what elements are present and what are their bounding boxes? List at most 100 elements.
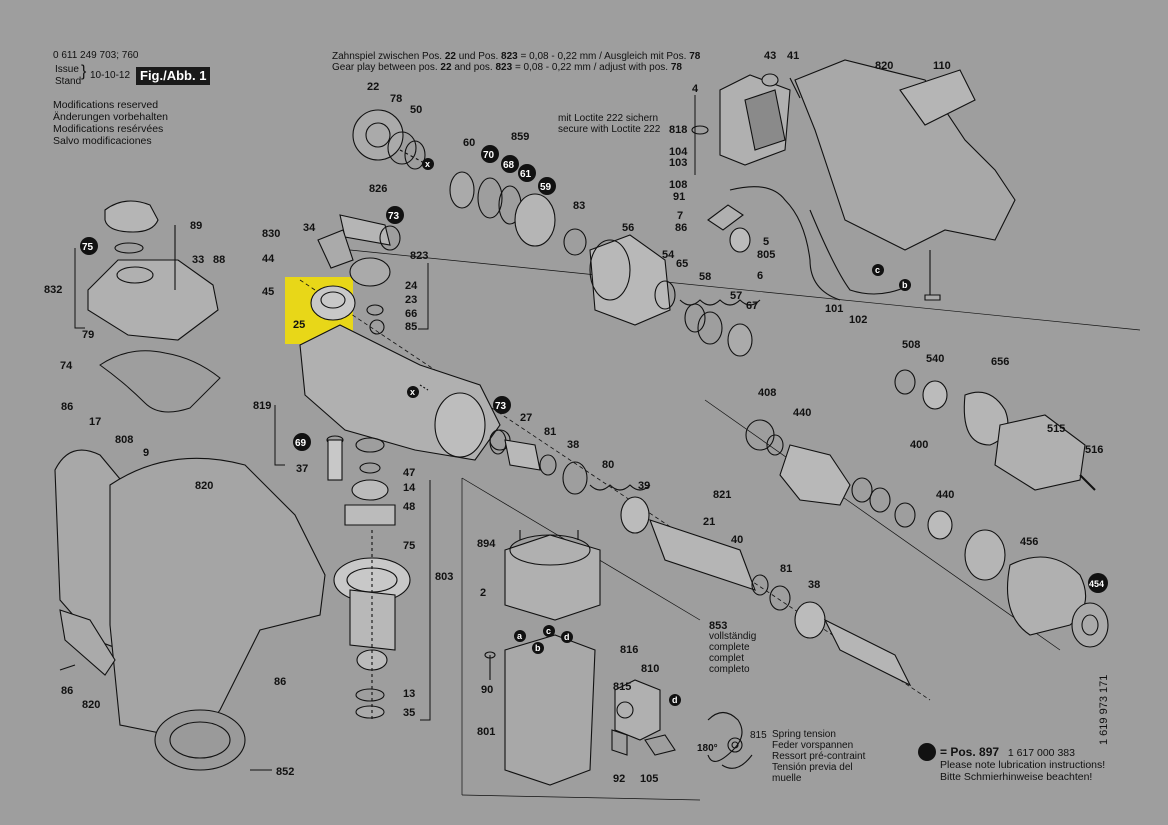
svg-text:79: 79 [82, 329, 94, 341]
svg-text:7: 7 [677, 210, 683, 222]
svg-text:d: d [672, 695, 678, 705]
issue-date: 10-10-12 [90, 70, 131, 81]
svg-text:816: 816 [620, 644, 638, 656]
svg-text:86: 86 [675, 222, 687, 234]
svg-text:2: 2 [480, 587, 486, 599]
svg-text:103: 103 [669, 157, 687, 169]
svg-text:61: 61 [520, 169, 532, 180]
svg-text:820: 820 [82, 699, 100, 711]
svg-text:101: 101 [825, 303, 843, 315]
svg-text:516: 516 [1085, 444, 1103, 456]
svg-text:x: x [410, 387, 415, 397]
svg-text:859: 859 [511, 131, 529, 143]
gear-play-line-en: Gear play between pos. 22 and pos. 823 =… [332, 62, 682, 73]
svg-text:59: 59 [540, 182, 552, 193]
svg-text:86: 86 [61, 401, 73, 413]
svg-text:44: 44 [262, 253, 275, 265]
svg-text:70: 70 [483, 150, 495, 161]
lubrication-pos: = Pos. 897 [940, 745, 1000, 759]
svg-text:508: 508 [902, 339, 920, 351]
svg-text:91: 91 [673, 191, 685, 203]
svg-text:81: 81 [780, 563, 792, 575]
spring-line: Ressort pré-contraint [772, 751, 866, 762]
svg-text:805: 805 [757, 249, 775, 261]
svg-text:408: 408 [758, 387, 776, 399]
svg-text:74: 74 [60, 360, 73, 372]
svg-text:92: 92 [613, 773, 625, 785]
svg-text:48: 48 [403, 501, 415, 513]
lubrication-header-line: = Pos. 897 1 617 000 383 [940, 746, 1105, 759]
svg-text:39: 39 [638, 480, 650, 492]
lubrication-line: Bitte Schmierhinweise beachten! [940, 771, 1093, 783]
svg-text:47: 47 [403, 467, 415, 479]
svg-text:830: 830 [262, 228, 280, 240]
loctite-note: mit Loctite 222 sichern secure with Loct… [558, 113, 660, 135]
svg-text:85: 85 [405, 321, 417, 333]
svg-text:823: 823 [410, 250, 428, 262]
svg-text:108: 108 [669, 179, 687, 191]
brace-glyph: } [81, 63, 87, 80]
svg-text:25: 25 [293, 319, 305, 331]
modifications-line: Änderungen vorbehalten [53, 111, 169, 123]
svg-text:68: 68 [503, 160, 515, 171]
svg-text:440: 440 [936, 489, 954, 501]
svg-text:80: 80 [602, 459, 614, 471]
svg-text:75: 75 [403, 540, 415, 552]
svg-text:66: 66 [405, 308, 417, 320]
lubrication-part-no: 1 617 000 383 [1007, 747, 1075, 759]
lubrication-dot-icon [918, 743, 936, 761]
svg-text:54: 54 [662, 249, 675, 261]
lubrication-legend: = Pos. 897 1 617 000 383 Please note lub… [940, 746, 1105, 783]
spring-tension-note: Spring tension Feder vorspannen Ressort … [772, 729, 865, 784]
svg-text:50: 50 [410, 104, 422, 116]
svg-text:808: 808 [115, 434, 133, 446]
svg-text:33: 33 [192, 254, 204, 266]
loctite-line: secure with Loctite 222 [558, 124, 661, 135]
svg-text:17: 17 [89, 416, 101, 428]
svg-text:45: 45 [262, 286, 274, 298]
gear-play-note: Zahnspiel zwischen Pos. 22 und Pos. 823 … [332, 51, 700, 73]
svg-text:819: 819 [253, 400, 271, 412]
svg-text:b: b [535, 643, 541, 653]
svg-text:73: 73 [388, 211, 400, 222]
svg-text:75: 75 [82, 242, 94, 253]
svg-text:86: 86 [61, 685, 73, 697]
svg-text:86: 86 [274, 676, 286, 688]
svg-text:73: 73 [495, 401, 507, 412]
svg-text:818: 818 [669, 124, 687, 136]
loctite-line: mit Loctite 222 sichern [558, 113, 659, 124]
complete-line: completo [709, 664, 750, 675]
svg-text:853: 853 [709, 620, 727, 632]
svg-text:60: 60 [463, 137, 475, 149]
svg-text:5: 5 [763, 236, 769, 248]
svg-text:515: 515 [1047, 423, 1065, 435]
svg-text:38: 38 [808, 579, 820, 591]
svg-text:81: 81 [544, 426, 556, 438]
gear-play-line-de: Zahnspiel zwischen Pos. 22 und Pos. 823 … [332, 51, 701, 62]
issue-label: Issue [55, 64, 79, 75]
lubrication-line: Please note lubrication instructions! [940, 759, 1106, 771]
spring-line: Spring tension [772, 729, 836, 740]
spring-ref: 815 [750, 730, 767, 741]
svg-text:13: 13 [403, 688, 415, 700]
svg-text:65: 65 [676, 258, 688, 270]
svg-text:4: 4 [692, 83, 699, 95]
svg-text:852: 852 [276, 766, 294, 778]
svg-text:c: c [875, 265, 880, 275]
svg-text:104: 104 [669, 146, 688, 158]
modifications-notice: Modifications reserved Änderungen vorbeh… [53, 99, 168, 147]
svg-text:21: 21 [703, 516, 715, 528]
svg-text:89: 89 [190, 220, 202, 232]
svg-text:826: 826 [369, 183, 387, 195]
svg-text:815: 815 [613, 681, 631, 693]
svg-text:78: 78 [390, 93, 402, 105]
svg-text:43: 43 [764, 50, 776, 62]
svg-text:40: 40 [731, 534, 743, 546]
svg-text:56: 56 [622, 222, 634, 234]
spring-line: Tensión previa del [772, 762, 853, 773]
svg-text:454: 454 [1089, 579, 1104, 589]
svg-text:105: 105 [640, 773, 658, 785]
svg-text:41: 41 [787, 50, 799, 62]
modifications-line: Modifications resérvées [53, 123, 164, 135]
